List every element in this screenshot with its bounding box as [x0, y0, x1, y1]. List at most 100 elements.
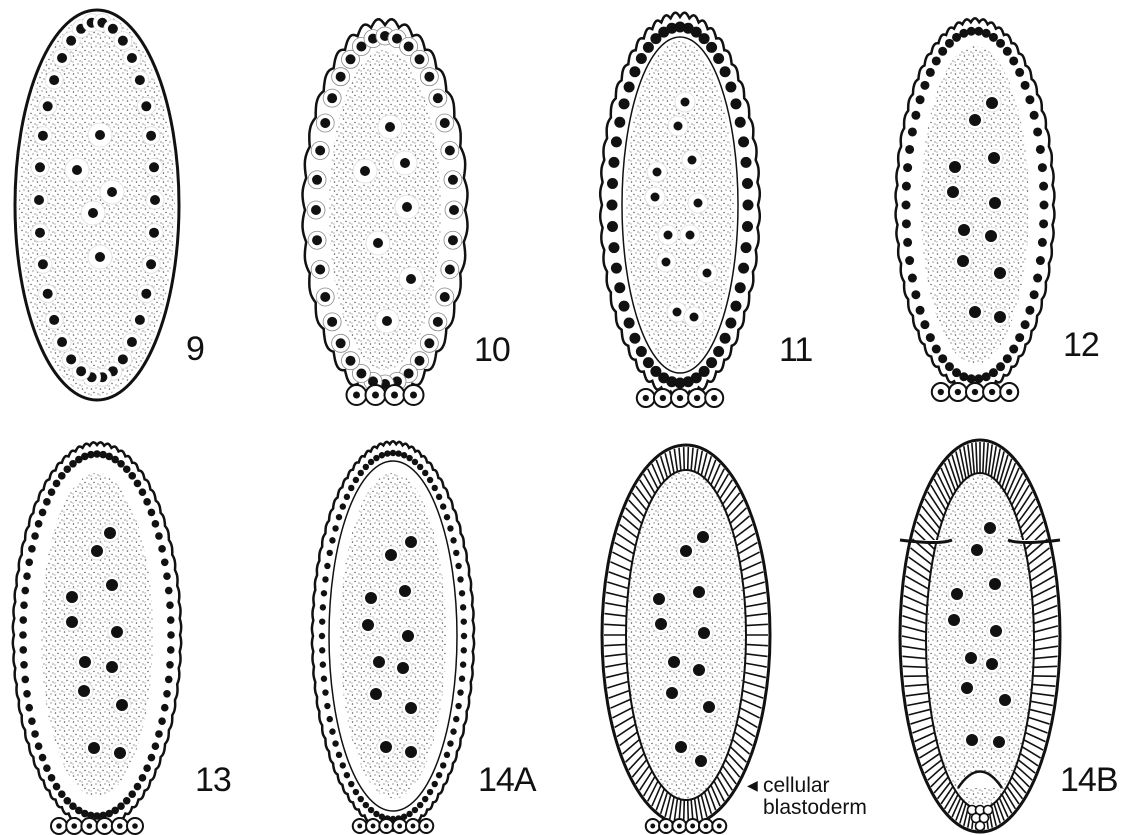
- peripheral-nucleus: [322, 689, 328, 695]
- panel-label-13: 13: [195, 763, 231, 797]
- peripheral-nucleus: [932, 56, 941, 65]
- peripheral-nucleus: [650, 366, 661, 377]
- peripheral-nucleus: [725, 81, 736, 92]
- peripheral-nucleus: [713, 53, 724, 64]
- peripheral-nucleus: [401, 452, 407, 458]
- peripheral-nucleus: [1033, 127, 1042, 136]
- peripheral-nucleus: [461, 618, 467, 624]
- peripheral-nucleus: [902, 182, 911, 191]
- peripheral-nucleus: [25, 558, 33, 566]
- peripheral-nucleus: [619, 98, 630, 109]
- peripheral-nucleus: [905, 145, 914, 154]
- peripheral-nucleus: [743, 200, 754, 211]
- peripheral-nucleus: [320, 661, 326, 667]
- peripheral-nucleus: [720, 66, 731, 77]
- peripheral-nucleus: [461, 633, 467, 639]
- peripheral-nucleus: [363, 464, 369, 470]
- peripheral-nucleus: [624, 318, 635, 329]
- peripheral-nucleus: [730, 301, 741, 312]
- peripheral-nucleus: [440, 503, 446, 509]
- peripheral-nucleus: [23, 572, 31, 580]
- peripheral-nucleus: [444, 514, 450, 520]
- peripheral-nucleus: [368, 459, 374, 465]
- peripheral-nucleus: [167, 646, 175, 654]
- peripheral-nucleus: [320, 604, 326, 610]
- peripheral-nucleus: [447, 525, 453, 531]
- peripheral-nucleus: [155, 532, 163, 540]
- peripheral-nucleus: [996, 39, 1005, 48]
- peripheral-nucleus: [25, 704, 33, 712]
- peripheral-nucleus: [608, 242, 619, 253]
- peripheral-nucleus: [166, 661, 174, 669]
- peripheral-nucleus: [358, 470, 364, 476]
- peripheral-nucleus: [373, 811, 379, 817]
- peripheral-nucleus: [611, 263, 622, 274]
- peripheral-nucleus: [629, 66, 640, 77]
- peripheral-nucleus: [738, 263, 749, 274]
- peripheral-nucleus: [379, 452, 385, 458]
- peripheral-nucleus: [938, 354, 947, 363]
- peripheral-nucleus: [908, 127, 917, 136]
- peripheral-nucleus: [1030, 111, 1039, 120]
- peripheral-nucleus: [699, 33, 710, 44]
- peripheral-nucleus: [158, 717, 166, 725]
- peripheral-nucleus: [996, 362, 1005, 371]
- peripheral-nucleus: [636, 346, 647, 357]
- peripheral-nucleus: [128, 472, 136, 480]
- peripheral-nucleus: [139, 774, 147, 782]
- peripheral-nucleus: [989, 33, 998, 42]
- peripheral-nucleus: [19, 616, 27, 624]
- peripheral-nucleus: [450, 728, 456, 734]
- peripheral-nucleus: [53, 783, 61, 791]
- panel-11-embryo: [600, 13, 760, 407]
- peripheral-nucleus: [614, 117, 625, 128]
- peripheral-nucleus: [31, 730, 39, 738]
- panel-13-embryo: [13, 442, 181, 834]
- peripheral-nucleus: [742, 178, 753, 189]
- peripheral-nucleus: [945, 39, 954, 48]
- peripheral-nucleus: [1021, 320, 1030, 329]
- peripheral-nucleus: [348, 485, 354, 491]
- peripheral-nucleus: [319, 618, 325, 624]
- peripheral-nucleus: [461, 647, 467, 653]
- peripheral-nucleus: [629, 333, 640, 344]
- pole-cell: [976, 822, 985, 831]
- cell-wall: [684, 447, 685, 470]
- peripheral-nucleus: [412, 459, 418, 465]
- peripheral-nucleus: [163, 572, 171, 580]
- peripheral-nucleus: [48, 488, 56, 496]
- peripheral-nucleus: [332, 525, 338, 531]
- cell-wall: [1033, 666, 1057, 667]
- peripheral-nucleus: [155, 730, 163, 738]
- peripheral-nucleus: [1015, 333, 1024, 342]
- peripheral-nucleus: [952, 368, 961, 377]
- peripheral-nucleus: [938, 47, 947, 56]
- peripheral-nucleus: [455, 563, 461, 569]
- peripheral-nucleus: [730, 98, 741, 109]
- panel-9-embryo: [15, 10, 179, 400]
- panel-label-14a: 14A: [478, 763, 536, 797]
- peripheral-nucleus: [460, 661, 466, 667]
- peripheral-nucleus: [417, 464, 423, 470]
- peripheral-nucleus: [353, 477, 359, 483]
- peripheral-nucleus: [348, 781, 354, 787]
- peripheral-nucleus: [20, 601, 28, 609]
- peripheral-nucleus: [738, 136, 749, 147]
- peripheral-nucleus: [329, 728, 335, 734]
- panel-14a-embryo: [312, 441, 474, 833]
- peripheral-nucleus: [358, 796, 364, 802]
- peripheral-nucleus: [31, 532, 39, 540]
- peripheral-nucleus: [158, 545, 166, 553]
- peripheral-nucleus: [417, 802, 423, 808]
- peripheral-nucleus: [427, 789, 433, 795]
- peripheral-nucleus: [344, 494, 350, 500]
- peripheral-nucleus: [432, 485, 438, 491]
- peripheral-nucleus: [152, 742, 160, 750]
- peripheral-nucleus: [412, 807, 418, 813]
- peripheral-nucleus: [926, 333, 935, 342]
- peripheral-nucleus: [427, 477, 433, 483]
- annotation-line-1: cellular: [763, 775, 867, 797]
- peripheral-nucleus: [53, 480, 61, 488]
- peripheral-nucleus: [69, 802, 77, 810]
- panel-14b-embryo: [900, 440, 1060, 832]
